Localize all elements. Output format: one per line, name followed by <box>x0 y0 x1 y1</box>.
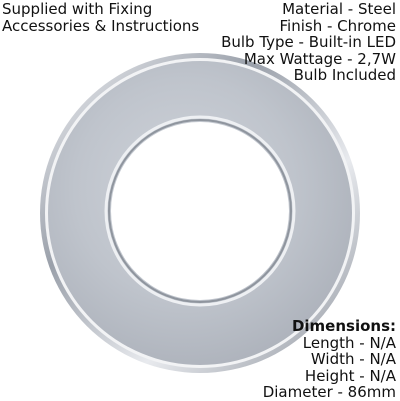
spec-bulb-type: Bulb Type - Built-in LED <box>221 33 396 51</box>
dimensions-block: Dimensions: Length - N/A Width - N/A Hei… <box>263 318 396 401</box>
supply-note-line-2: Accessories & Instructions <box>2 16 200 35</box>
dimension-width: Width - N/A <box>310 350 396 368</box>
spec-list: Material - Steel Finish - Chrome Bulb Ty… <box>221 1 396 84</box>
dimension-diameter: Diameter - 86mm <box>262 383 396 401</box>
dimension-length: Length - N/A <box>302 333 396 352</box>
dimension-height: Height - N/A <box>304 366 396 385</box>
inner-lip-shadow <box>108 119 292 303</box>
supply-note: Supplied with Fixing Accessories & Instr… <box>2 1 199 34</box>
supply-note-line-1: Supplied with Fixing <box>2 0 153 18</box>
spec-material: Material - Steel <box>282 0 396 18</box>
dimensions-heading: Dimensions: <box>291 317 396 335</box>
spec-bulb-included: Bulb Included <box>293 66 396 84</box>
spec-max-wattage: Max Wattage - 2,7W <box>243 49 396 68</box>
led-diffuser <box>111 122 289 300</box>
spec-finish: Finish - Chrome <box>279 16 396 35</box>
inner-lip <box>104 115 296 307</box>
